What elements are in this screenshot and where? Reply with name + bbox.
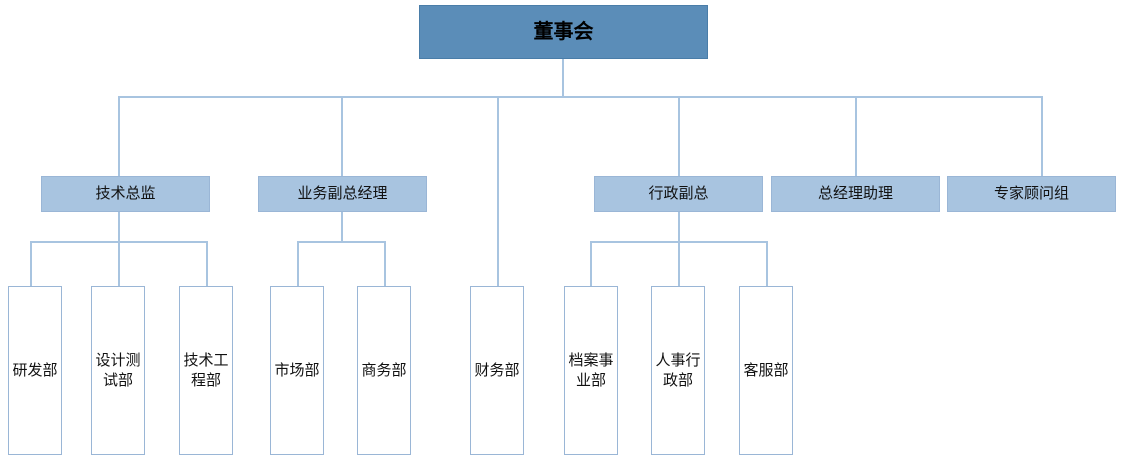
connector-admin-child-1: [590, 241, 592, 286]
node-label: 财务部: [474, 361, 520, 379]
connector-business-stem: [341, 212, 343, 242]
node-admin-vp[interactable]: 行政副总: [594, 176, 763, 212]
connector-root-stem: [562, 59, 564, 97]
connector-tech-stem: [118, 212, 120, 242]
node-expert-advisory-group[interactable]: 专家顾问组: [947, 176, 1116, 212]
connector-tech-child-2: [118, 241, 120, 286]
connector-admin-stem: [678, 212, 680, 242]
connector-tech-child-3: [206, 241, 208, 286]
connector-tech-child-1: [30, 241, 32, 286]
node-tech-director[interactable]: 技术总监: [41, 176, 210, 212]
node-finance-dept[interactable]: 财务部: [470, 286, 524, 455]
node-hr-admin-dept[interactable]: 人事行政部: [651, 286, 705, 455]
node-commerce-dept[interactable]: 商务部: [357, 286, 411, 455]
connector-business-child-1: [297, 241, 299, 286]
node-label: 董事会: [533, 20, 594, 43]
node-label: 设计测试部: [95, 351, 141, 389]
node-label: 研发部: [12, 361, 58, 379]
node-label: 商务部: [361, 361, 407, 379]
node-label: 专家顾问组: [993, 185, 1069, 203]
node-label: 技术工程部: [183, 351, 229, 389]
node-archives-business-dept[interactable]: 档案事业部: [564, 286, 618, 455]
connector-admin-child-2: [678, 241, 680, 286]
connector-to-admin-vp: [678, 96, 680, 176]
node-rnd-dept[interactable]: 研发部: [8, 286, 62, 455]
node-label: 技术总监: [95, 185, 156, 203]
node-label: 总经理助理: [817, 185, 893, 203]
connector-level2-bus: [118, 96, 1042, 98]
connector-to-gm-assistant: [855, 96, 857, 176]
connector-to-tech-director: [118, 96, 120, 176]
node-business-vp[interactable]: 业务副总经理: [258, 176, 427, 212]
node-gm-assistant[interactable]: 总经理助理: [771, 176, 940, 212]
node-design-test-dept[interactable]: 设计测试部: [91, 286, 145, 455]
connector-to-expert-group: [1041, 96, 1043, 176]
connector-business-child-2: [384, 241, 386, 286]
node-board-of-directors[interactable]: 董事会: [419, 5, 708, 59]
node-tech-engineering-dept[interactable]: 技术工程部: [179, 286, 233, 455]
node-label: 市场部: [274, 361, 320, 379]
connector-to-business-vp: [341, 96, 343, 176]
node-label: 业务副总经理: [297, 185, 388, 203]
node-marketing-dept[interactable]: 市场部: [270, 286, 324, 455]
connector-admin-child-3: [766, 241, 768, 286]
node-label: 档案事业部: [568, 351, 614, 389]
connector-business-bus: [297, 241, 385, 243]
connector-finance: [497, 96, 499, 286]
node-label: 人事行政部: [655, 351, 701, 389]
node-customer-service-dept[interactable]: 客服部: [739, 286, 793, 455]
node-label: 行政副总: [648, 185, 709, 203]
node-label: 客服部: [743, 361, 789, 379]
